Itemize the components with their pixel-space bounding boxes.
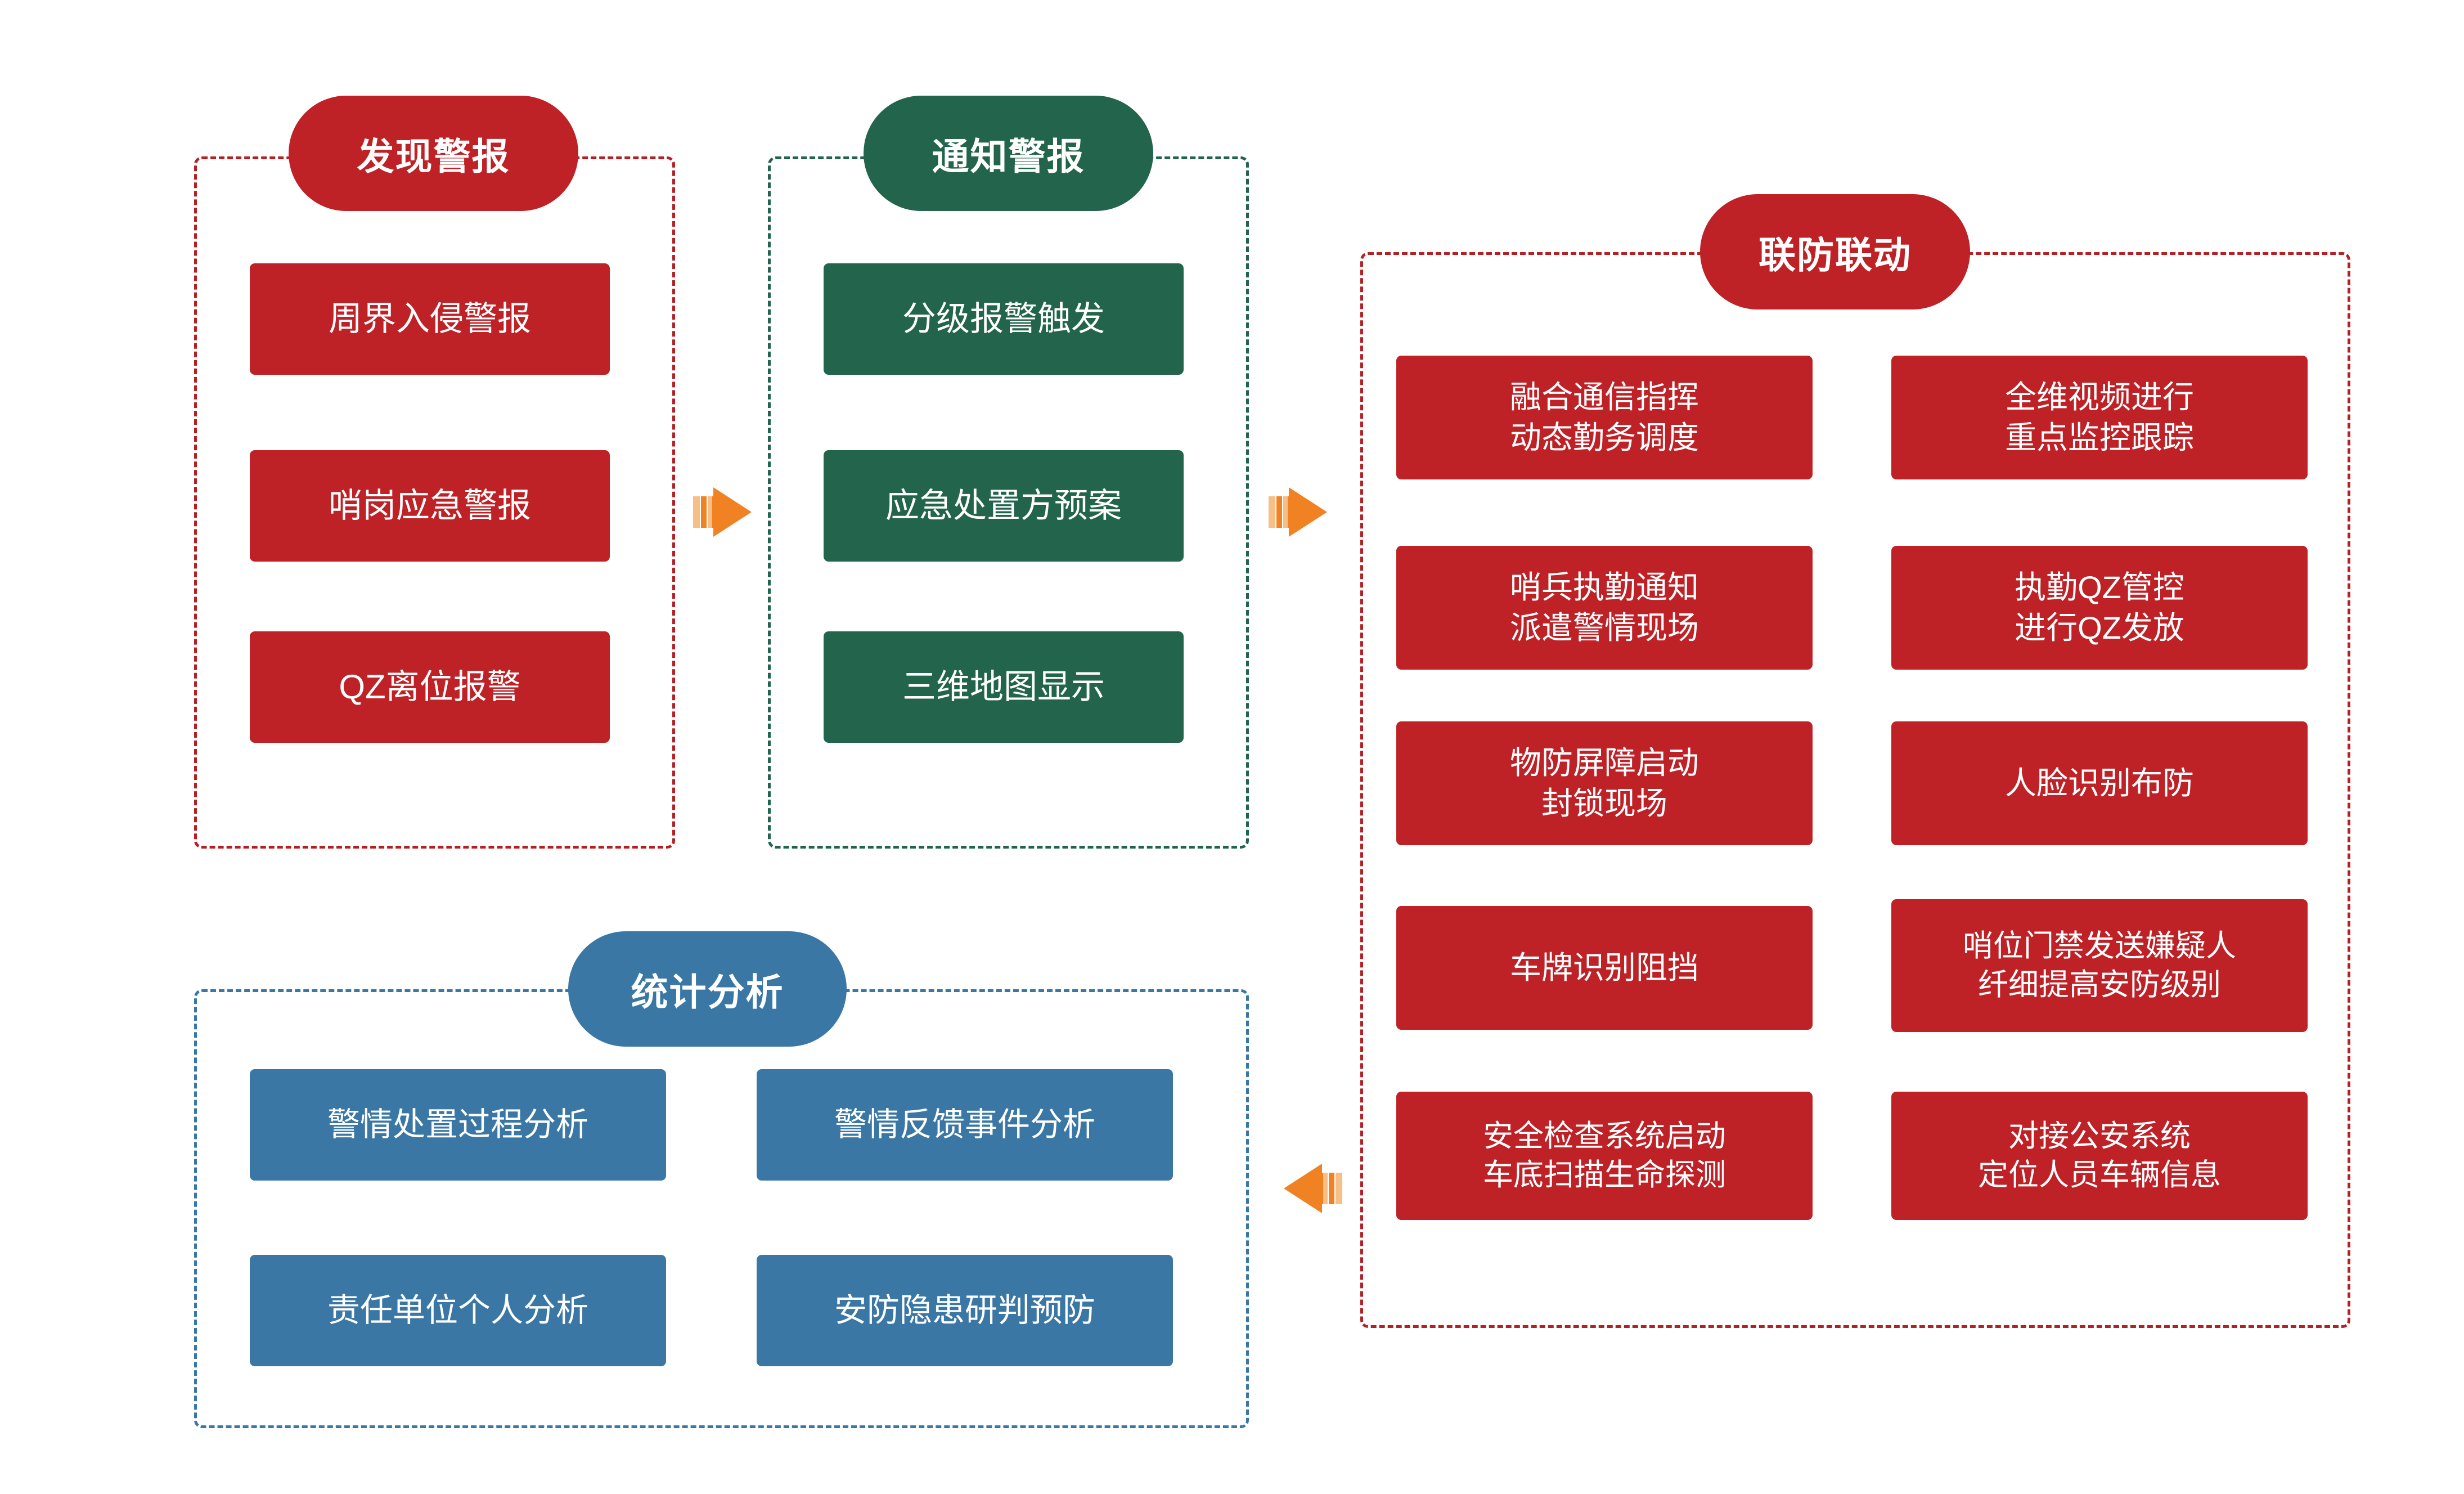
box-face-recognition-deployment[interactable]: 人脸识别布防 <box>1891 721 2308 845</box>
box-label: 哨兵执勤通知 派遣警情现场 <box>1510 569 1699 645</box>
box-label: 人脸识别布防 <box>2005 765 2194 801</box>
box-label: 分级报警触发 <box>902 299 1105 338</box>
box-label: 安防隐患研判预防 <box>834 1291 1095 1329</box>
box-label: 物防屏障启动 封锁现场 <box>1510 745 1699 821</box>
box-alarm-feedback-event-analysis[interactable]: 警情反馈事件分析 <box>757 1069 1173 1181</box>
box-omnidirectional-video-tracking[interactable]: 全维视频进行 重点监控跟踪 <box>1891 356 2308 479</box>
box-label: 三维地图显示 <box>902 667 1105 706</box>
box-label: 哨位门禁发送嫌疑人 纤细提高安防级别 <box>1963 928 2236 1002</box>
box-label: 警情处置过程分析 <box>327 1106 588 1143</box>
box-label: QZ离位报警 <box>339 667 521 706</box>
box-label: 责任单位个人分析 <box>327 1291 588 1329</box>
box-sentry-duty-dispatch[interactable]: 哨兵执勤通知 派遣警情现场 <box>1396 546 1813 670</box>
box-public-security-integration[interactable]: 对接公安系统 定位人员车辆信息 <box>1891 1092 2308 1220</box>
box-security-risk-prevention[interactable]: 安防隐患研判预防 <box>757 1255 1173 1366</box>
panel-header-notify-alarm-label: 通知警报 <box>932 135 1085 177</box>
box-emergency-response-plan[interactable]: 应急处置方预案 <box>824 450 1184 562</box>
box-alarm-handling-process-analysis[interactable]: 警情处置过程分析 <box>250 1069 666 1181</box>
box-label: 对接公安系统 定位人员车辆信息 <box>1978 1119 2221 1192</box>
box-responsible-unit-person-analysis[interactable]: 责任单位个人分析 <box>250 1255 666 1366</box>
box-license-plate-blocking[interactable]: 车牌识别阻挡 <box>1396 906 1813 1030</box>
box-qz-off-position-alarm[interactable]: QZ离位报警 <box>250 631 610 743</box>
arrow-discover-to-notify-icon <box>693 483 753 541</box>
box-perimeter-intrusion-alarm[interactable]: 周界入侵警报 <box>250 263 610 375</box>
panel-header-discover-alarm-label: 发现警报 <box>357 135 510 177</box>
box-physical-barrier-lockdown[interactable]: 物防屏障启动 封锁现场 <box>1396 721 1813 845</box>
box-label: 哨岗应急警报 <box>329 486 531 524</box>
box-gate-suspect-alert-level[interactable]: 哨位门禁发送嫌疑人 纤细提高安防级别 <box>1891 899 2308 1032</box>
box-label: 融合通信指挥 动态勤务调度 <box>1510 379 1699 455</box>
panel-header-statistical-analysis-label: 统计分析 <box>631 971 784 1013</box>
box-security-check-vehicle-scan[interactable]: 安全检查系统启动 车底扫描生命探测 <box>1396 1092 1813 1220</box>
box-duty-qz-control[interactable]: 执勤QZ管控 进行QZ发放 <box>1891 546 2308 670</box>
box-label: 安全检查系统启动 车底扫描生命探测 <box>1483 1119 1726 1192</box>
box-label: 全维视频进行 重点监控跟踪 <box>2005 379 2194 455</box>
arrow-notify-to-joint-icon <box>1269 483 1328 541</box>
panel-header-joint-defense[interactable]: 联防联动 <box>1700 194 1970 309</box>
panel-header-discover-alarm[interactable]: 发现警报 <box>289 96 578 211</box>
box-label: 警情反馈事件分析 <box>834 1106 1095 1143</box>
box-sentry-emergency-alarm[interactable]: 哨岗应急警报 <box>250 450 610 562</box>
panel-header-joint-defense-label: 联防联动 <box>1759 234 1912 276</box>
box-label: 车牌识别阻挡 <box>1510 950 1699 986</box>
box-graded-alarm-trigger[interactable]: 分级报警触发 <box>824 263 1184 375</box>
box-3d-map-display[interactable]: 三维地图显示 <box>824 631 1184 743</box>
box-label: 周界入侵警报 <box>329 299 531 338</box>
arrow-joint-to-statistics-icon <box>1283 1159 1342 1218</box>
box-label: 应急处置方预案 <box>885 486 1122 524</box>
box-integrated-comms-command[interactable]: 融合通信指挥 动态勤务调度 <box>1396 356 1813 479</box>
box-label: 执勤QZ管控 进行QZ发放 <box>2015 569 2184 645</box>
panel-header-statistical-analysis[interactable]: 统计分析 <box>568 931 847 1047</box>
panel-header-notify-alarm[interactable]: 通知警报 <box>864 96 1153 211</box>
